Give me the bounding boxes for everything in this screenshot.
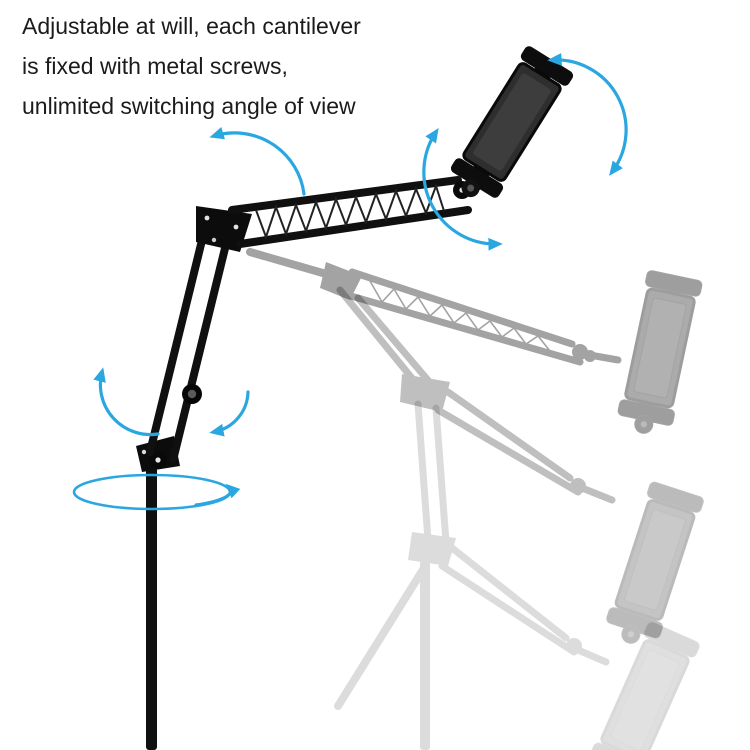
lower-arm xyxy=(146,220,233,464)
lower-joint-arrow-right-icon xyxy=(209,390,250,437)
holder-swivel-arrow-icon xyxy=(422,128,503,251)
main-stand xyxy=(136,42,577,750)
ghost-pose-3 xyxy=(334,400,703,750)
phone-holder xyxy=(582,619,703,750)
caption: Adjustable at will, each cantilever is f… xyxy=(22,6,361,126)
caption-line-1: Adjustable at will, each cantilever xyxy=(22,13,361,39)
caption-line-3: unlimited switching angle of view xyxy=(22,93,356,119)
ghost-pose-1 xyxy=(246,248,705,441)
holder-tilt-arrow-icon xyxy=(547,53,628,176)
elbow-plate xyxy=(196,206,252,252)
caption-line-2: is fixed with metal screws, xyxy=(22,53,288,79)
ghost-pose-2 xyxy=(336,286,706,653)
elbow-swing-arrow-icon xyxy=(209,127,306,196)
ghost-pole xyxy=(420,560,430,750)
arm-knob xyxy=(182,384,202,404)
rotation-arrows xyxy=(72,53,628,511)
stand-pole xyxy=(146,450,157,750)
upper-arm xyxy=(228,176,472,248)
spring-coil xyxy=(255,182,445,241)
base-rotation-arrow-icon xyxy=(194,483,241,507)
lower-joint-arrow-left-icon xyxy=(93,367,160,437)
phone-holder xyxy=(599,479,706,653)
phone-holder-main xyxy=(440,42,577,213)
base-hinge xyxy=(136,436,180,472)
phone-holder xyxy=(613,268,705,441)
